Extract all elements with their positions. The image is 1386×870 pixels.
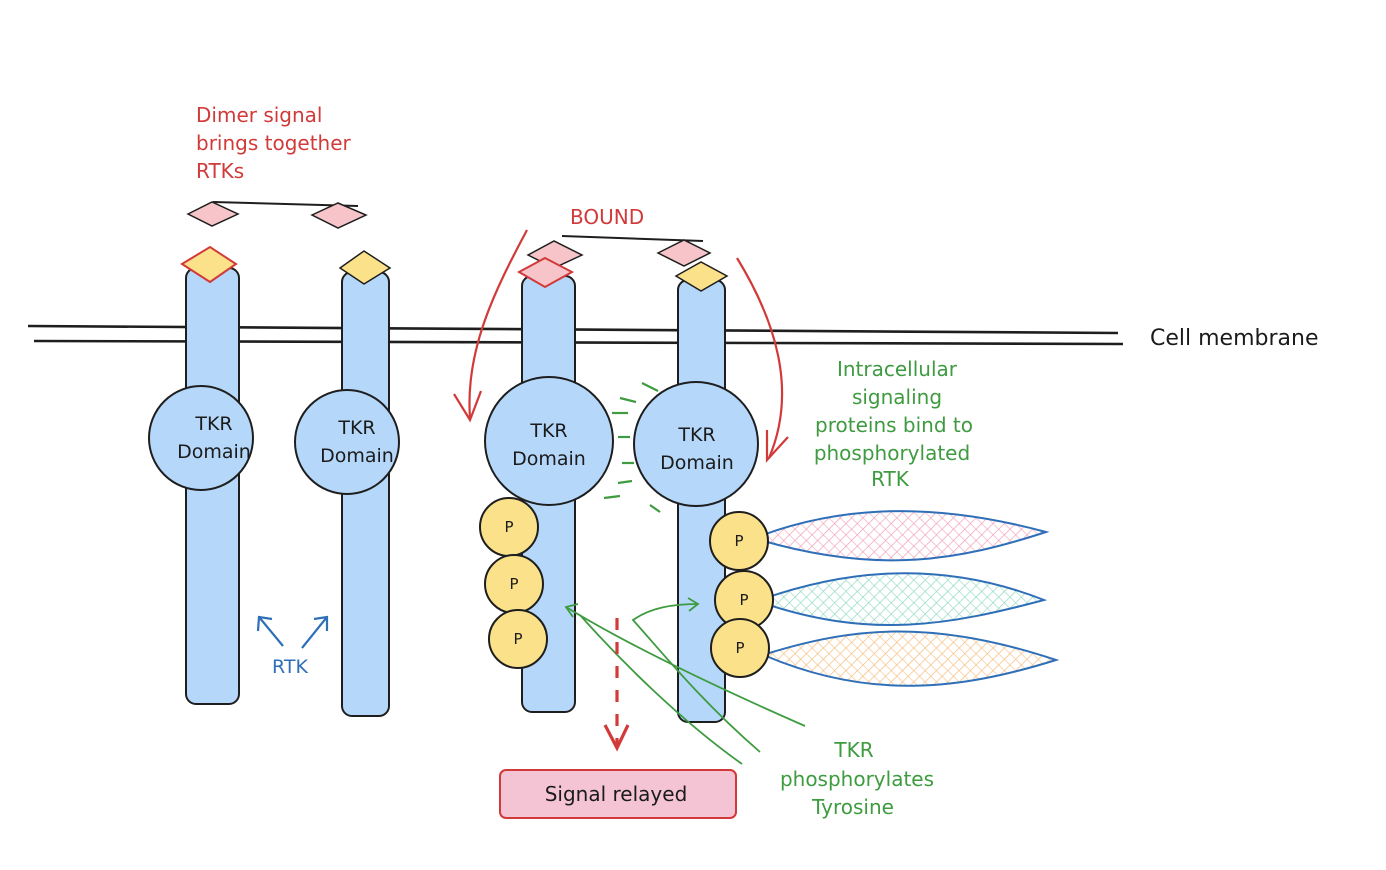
svg-text:P: P	[513, 630, 522, 648]
phosphate-group-left: P P P	[479, 497, 548, 669]
tkr-domain-1	[148, 385, 254, 491]
dimer-ligand-bound	[526, 235, 712, 269]
domain-interaction-marks	[603, 382, 661, 513]
rtk-label: RTK	[272, 656, 308, 678]
rtk-receptor-2: TKR Domain	[294, 250, 400, 717]
svg-text:Domain: Domain	[177, 441, 251, 463]
svg-text:P: P	[734, 532, 743, 550]
signaling-protein-pink	[759, 510, 1050, 562]
tkr-phosphorylates-caption: TKR phosphorylates Tyrosine	[780, 738, 934, 819]
phosphate-3	[488, 609, 548, 669]
rtk-receptor-1: TKR Domain	[148, 245, 254, 705]
svg-text:TKR: TKR	[194, 413, 232, 435]
signal-relay-arrow	[603, 618, 630, 752]
tkr-domain-2	[294, 389, 400, 495]
signal-relayed-box: Signal relayed	[499, 769, 737, 819]
cell-membrane-label: Cell membrane	[1150, 326, 1318, 351]
svg-text:Signal relayed: Signal relayed	[545, 782, 688, 806]
svg-text:brings together: brings together	[196, 131, 352, 155]
bound-label: BOUND	[570, 205, 644, 229]
activation-arrows	[453, 229, 789, 463]
svg-text:P: P	[739, 591, 748, 609]
svg-text:TKR: TKR	[833, 738, 873, 762]
phosphate-4	[709, 511, 769, 571]
svg-text:P: P	[504, 518, 513, 536]
phosphate-group-right: P P P	[709, 511, 774, 678]
svg-text:phosphorylates: phosphorylates	[780, 767, 934, 791]
signaling-protein-orange	[765, 630, 1060, 687]
svg-text:proteins bind to: proteins bind to	[815, 413, 973, 437]
tkr-domain-3	[484, 376, 614, 506]
svg-text:TKR: TKR	[337, 417, 375, 439]
phosphorylation-arrows	[564, 597, 806, 765]
svg-text:Domain: Domain	[512, 448, 586, 470]
dimer-signal-caption: Dimer signal brings together RTKs	[196, 103, 352, 183]
tkr-domain-4	[633, 381, 759, 507]
svg-text:signaling: signaling	[852, 385, 942, 409]
svg-text:Domain: Domain	[660, 452, 734, 474]
rtk-label-arrows: RTK	[256, 615, 329, 678]
intracellular-caption: Intracellular signaling proteins bind to…	[814, 357, 973, 491]
svg-text:P: P	[735, 639, 744, 657]
svg-text:RTK: RTK	[871, 467, 910, 491]
svg-text:Dimer signal: Dimer signal	[196, 103, 322, 127]
svg-text:TKR: TKR	[677, 424, 715, 446]
svg-text:Domain: Domain	[320, 445, 394, 467]
svg-text:Tyrosine: Tyrosine	[811, 795, 894, 819]
svg-text:TKR: TKR	[529, 420, 567, 442]
phosphate-6	[710, 618, 770, 678]
svg-text:phosphorylated: phosphorylated	[814, 441, 970, 465]
dimer-ligand-unbound	[186, 201, 368, 229]
signaling-proteins	[759, 510, 1060, 687]
svg-text:P: P	[509, 575, 518, 593]
signaling-protein-teal	[759, 572, 1048, 627]
svg-text:RTKs: RTKs	[196, 159, 244, 183]
svg-text:Intracellular: Intracellular	[837, 357, 958, 381]
